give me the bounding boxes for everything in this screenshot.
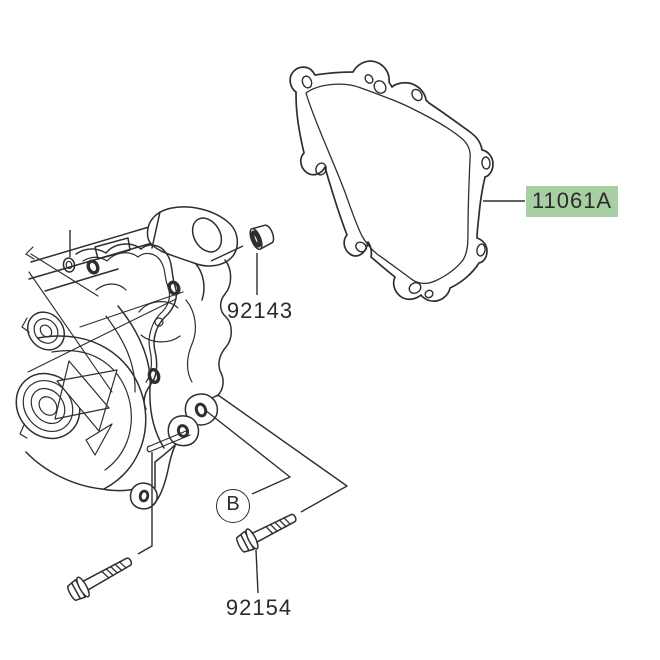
assembly-marker-b: B	[216, 489, 250, 523]
leader-left-bolt	[137, 452, 153, 555]
leader-right-bolt	[217, 394, 348, 513]
leader-lines	[69, 200, 525, 594]
leader-dowel-pin	[210, 245, 244, 262]
engine-case-drawing	[15, 206, 238, 510]
leader-marker-b	[204, 409, 291, 495]
part-label-dowel-pin[interactable]: 92143	[226, 298, 294, 323]
part-label-gasket[interactable]: 11061A	[526, 186, 618, 218]
gasket-drawing	[289, 60, 494, 303]
leader-bolt-label	[255, 549, 259, 594]
part-label-bolt[interactable]: 92154	[225, 595, 293, 620]
bolt-right-drawing	[236, 513, 297, 553]
bolt-left-drawing	[67, 557, 133, 602]
dowel-pin-drawing	[249, 224, 275, 251]
